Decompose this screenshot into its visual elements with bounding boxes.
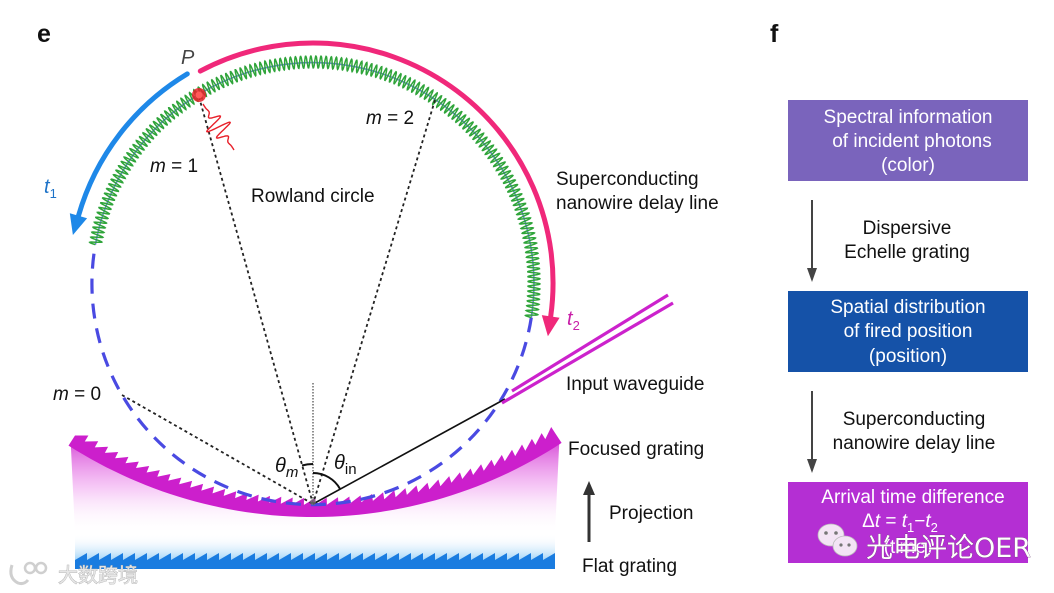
t1-sub: 1	[50, 186, 57, 201]
order-line-m0	[121, 394, 314, 505]
order-label-m1: m = 1	[150, 156, 198, 177]
flow-box-spectral-line1: Spectral information	[824, 107, 993, 128]
flow-box-spatial-line3: (position)	[869, 346, 947, 367]
t2-label: t2	[567, 308, 580, 333]
theta-m-arc	[301, 462, 314, 467]
waveguide-wall-lower	[501, 301, 674, 405]
rowland-circle-label: Rowland circle	[251, 186, 375, 207]
flow-step-1-line1: Dispersive	[863, 218, 952, 239]
flat-grating	[75, 553, 555, 569]
t1-var: t	[44, 176, 51, 198]
site-watermark-text: 大数跨境	[58, 563, 138, 587]
order-line-m2	[312, 99, 436, 505]
t1-arrowhead	[69, 213, 88, 235]
flow-box-spatial-line2: of fired position	[844, 321, 973, 342]
flow-step-2-line2: nanowire delay line	[833, 433, 996, 454]
t2-arrow-arc	[197, 40, 556, 319]
order-label-m2: m = 2	[366, 108, 414, 129]
nanowire-meander	[88, 55, 542, 319]
flow-box-arrival	[788, 482, 1028, 563]
waveguide-wall-upper	[511, 293, 669, 393]
order-line-m1	[198, 96, 314, 505]
delay-line-label-1: Superconducting	[556, 169, 699, 190]
site-logo-icon	[9, 561, 48, 586]
photon-wave-packet	[202, 103, 235, 151]
theta-in-label: θin	[334, 452, 357, 478]
photon-dot-core	[195, 91, 203, 99]
t1-arrow-arc	[76, 71, 190, 219]
order-label-m0: m = 0	[53, 384, 101, 405]
grating-pole	[310, 499, 316, 505]
flow-box-arrival-line3: (time)	[884, 537, 933, 558]
flow-box-spectral-line3: (color)	[881, 155, 935, 176]
flat-grating-label: Flat grating	[582, 556, 677, 577]
wechat-watermark-text: 光电评论OER	[866, 533, 1031, 564]
flow-arrowhead-2	[807, 459, 817, 473]
wechat-icon	[817, 523, 858, 557]
focused-grating	[68, 427, 562, 517]
panel-label-e: e	[37, 20, 51, 48]
t2-var: t	[567, 308, 574, 330]
flow-box-arrival-line1: Arrival time difference	[821, 487, 1004, 508]
flow-box-spatial-line1: Spatial distribution	[830, 297, 985, 318]
t2-sub: 2	[573, 318, 580, 333]
flow-arrowhead-1	[807, 268, 817, 282]
incident-ray	[312, 398, 506, 505]
flow-step-2-line1: Superconducting	[843, 409, 986, 430]
focused-grating-label: Focused grating	[568, 439, 704, 460]
input-waveguide-label: Input waveguide	[566, 374, 704, 395]
flow-box-arrival-formula: Δt = t1−t2	[862, 511, 938, 535]
flow-box-spectral	[788, 100, 1028, 181]
flow-box-spatial	[788, 291, 1028, 372]
projection-arrowhead	[583, 481, 595, 495]
flow-step-1-line2: Echelle grating	[844, 242, 970, 263]
delay-line-label-2: nanowire delay line	[556, 193, 719, 214]
projection-label: Projection	[609, 503, 694, 524]
panel-label-f: f	[770, 20, 779, 48]
theta-m-label: θm	[275, 455, 298, 481]
t1-label: t1	[44, 176, 57, 201]
focused-grating-fade	[70, 439, 560, 532]
rowland-circle-dashed	[90, 244, 533, 507]
t2-arrowhead	[541, 315, 560, 337]
theta-in-arc	[312, 472, 341, 490]
point-p-label: P	[181, 47, 195, 69]
flow-box-spectral-line2: of incident photons	[832, 131, 992, 152]
